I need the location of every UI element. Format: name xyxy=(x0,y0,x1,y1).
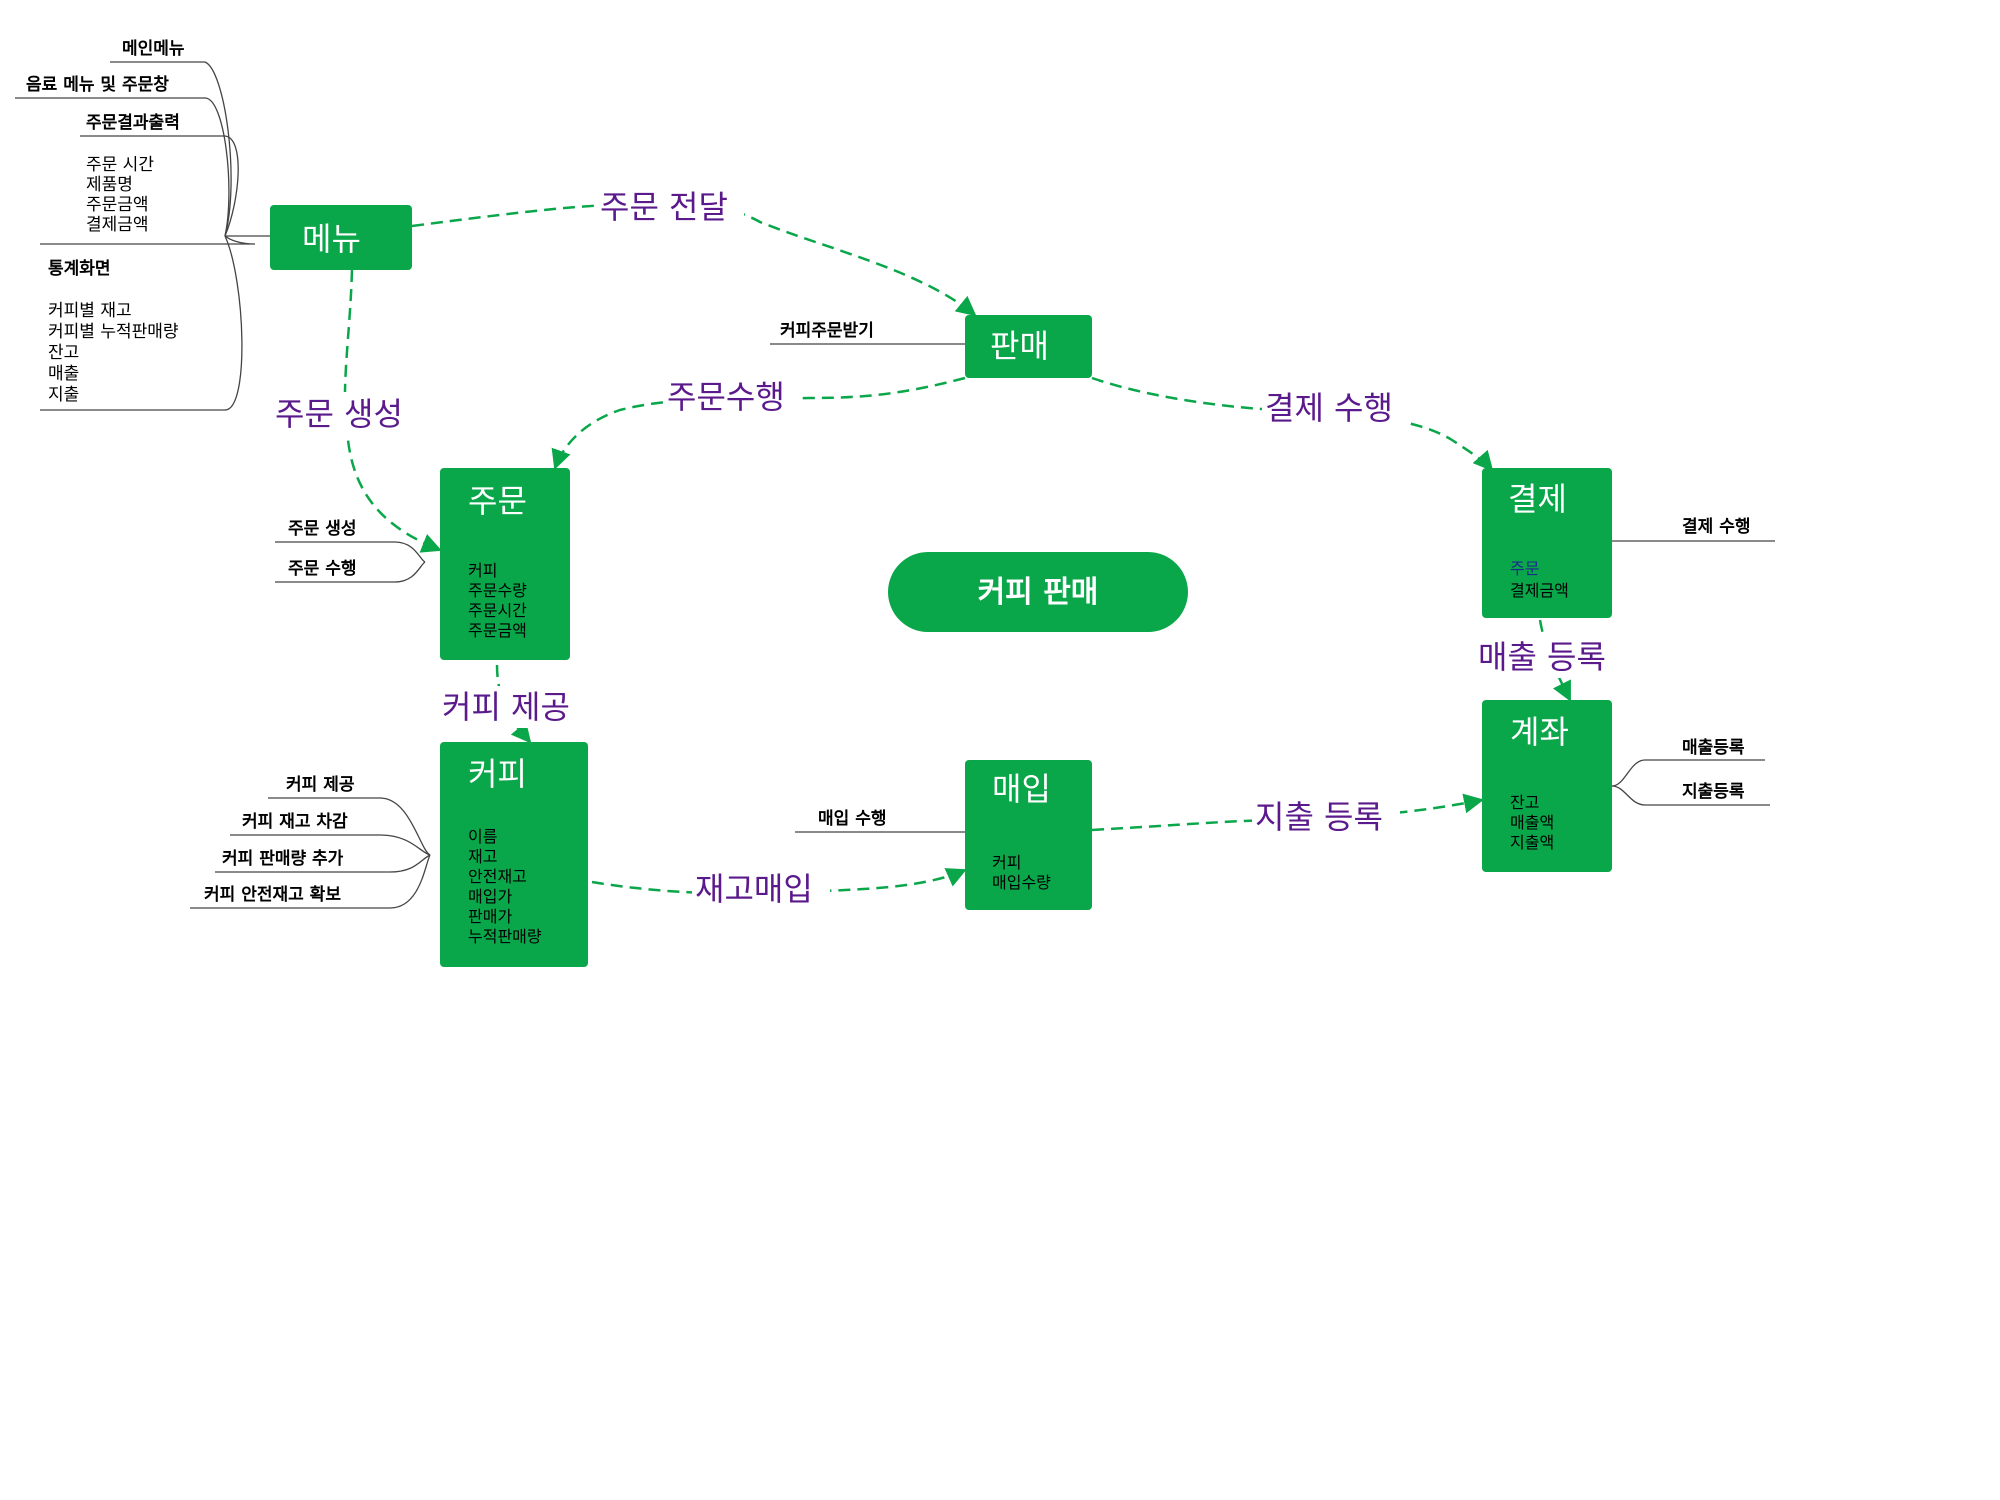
node-order-attr: 주문금액 xyxy=(468,621,527,640)
branch-order-label: 주문 수행 xyxy=(288,559,356,579)
node-account-attr: 매출액 xyxy=(1510,813,1554,832)
edge-label-order-create: 주문 생성 xyxy=(275,395,403,433)
branch-account-label: 매출등록 xyxy=(1682,738,1745,758)
node-coffee[interactable]: 커피 이름 재고 안전재고 매입가 판매가 누적판매량 xyxy=(440,742,588,967)
edge-label-sales-register: 매출 등록 xyxy=(1478,638,1606,676)
branch-order-label: 주문 생성 xyxy=(288,519,356,539)
edge-coffee-provide xyxy=(495,664,532,744)
account-branch-labels: 매출등록 지출등록 xyxy=(1682,738,1745,802)
node-payment-attr: 주문 xyxy=(1510,559,1539,578)
branch-coffee-label: 커피 판매량 추가 xyxy=(222,849,344,869)
edge-stock-purchase xyxy=(591,868,967,895)
center-node[interactable]: 커피 판매 xyxy=(888,552,1188,632)
node-coffee-attr: 누적판매량 xyxy=(468,927,542,946)
node-payment[interactable]: 결제 주문 결제금액 xyxy=(1482,468,1612,618)
coffee-branch-lines xyxy=(190,797,431,909)
node-sales-title: 판매 xyxy=(990,327,1049,365)
branch-coffee-label: 커피 재고 차감 xyxy=(242,812,348,832)
node-order-title: 주문 xyxy=(468,482,527,520)
branch-menu-item: 커피별 누적판매량 xyxy=(48,322,179,342)
branch-menu-item: 주문 시간 xyxy=(86,155,154,175)
edge-label-payment-perform: 결제 수행 xyxy=(1265,389,1393,427)
branch-sales-label: 커피주문받기 xyxy=(780,321,874,341)
node-sales[interactable]: 판매 xyxy=(965,315,1092,378)
branch-menu-item: 결제금액 xyxy=(86,215,149,235)
edge-order-create xyxy=(343,269,442,553)
node-order-attr: 커피 xyxy=(468,561,497,580)
branch-payment-label: 결제 수행 xyxy=(1682,517,1750,537)
coffee-branch-labels: 커피 제공 커피 재고 차감 커피 판매량 추가 커피 안전재고 확보 xyxy=(204,775,355,905)
node-purchase-attr: 매입수량 xyxy=(992,873,1051,892)
node-purchase-title: 매입 xyxy=(992,770,1051,808)
node-account-attr: 지출액 xyxy=(1510,833,1554,852)
node-payment-title: 결제 xyxy=(1508,480,1567,518)
branch-menu-label: 통계화면 xyxy=(48,259,111,279)
edge-expense-register xyxy=(1091,793,1484,832)
branch-menu-item: 주문금액 xyxy=(86,195,149,215)
branch-menu-label: 음료 메뉴 및 주문창 xyxy=(26,75,169,95)
menu-branch-labels: 메인메뉴 음료 메뉴 및 주문창 주문결과출력 주문 시간 제품명 주문금액 결… xyxy=(26,39,185,405)
node-coffee-title: 커피 xyxy=(468,755,527,793)
order-branch-labels: 주문 생성 주문 수행 xyxy=(288,519,356,579)
branch-coffee-label: 커피 안전재고 확보 xyxy=(204,885,341,905)
node-coffee-attr: 매입가 xyxy=(468,887,512,906)
edge-label-coffee-provide: 커피 제공 xyxy=(442,688,570,726)
node-purchase-attr: 커피 xyxy=(992,853,1021,872)
branch-menu-item: 잔고 xyxy=(48,343,79,363)
purchase-branch-labels: 매입 수행 xyxy=(818,809,886,829)
node-coffee-attr: 안전재고 xyxy=(468,867,527,886)
edge-label-expense-register: 지출 등록 xyxy=(1255,798,1383,836)
account-branch-lines xyxy=(1611,759,1770,806)
node-order[interactable]: 주문 커피 주문수량 주문시간 주문금액 xyxy=(440,468,570,660)
node-coffee-attr: 판매가 xyxy=(468,907,512,926)
node-coffee-attr: 재고 xyxy=(468,847,497,866)
edge-order-delivery xyxy=(411,203,977,317)
node-account[interactable]: 계좌 잔고 매출액 지출액 xyxy=(1482,700,1612,872)
node-menu[interactable]: 메뉴 xyxy=(270,205,412,270)
branch-account-label: 지출등록 xyxy=(1682,782,1745,802)
payment-branch-labels: 결제 수행 xyxy=(1682,517,1750,537)
node-account-attr: 잔고 xyxy=(1510,793,1539,812)
branch-menu-label: 주문결과출력 xyxy=(86,113,180,133)
node-order-attr: 주문수량 xyxy=(468,581,527,600)
node-order-attr: 주문시간 xyxy=(468,601,527,620)
edge-label-order-delivery: 주문 전달 xyxy=(600,188,728,226)
center-title: 커피 판매 xyxy=(978,575,1099,610)
branch-menu-item: 지출 xyxy=(48,385,79,405)
node-purchase[interactable]: 매입 커피 매입수량 xyxy=(965,760,1092,910)
branch-purchase-label: 매입 수행 xyxy=(818,809,886,829)
edge-label-order-perform: 주문수행 xyxy=(667,378,785,416)
branch-menu-item: 커피별 재고 xyxy=(48,301,132,321)
menu-branch-lines xyxy=(15,61,270,411)
node-coffee-attr: 이름 xyxy=(468,827,497,846)
node-menu-title: 메뉴 xyxy=(302,220,361,258)
edge-labels: 주문 전달 주문 생성 주문수행 결제 수행 커피 제공 매출 등록 재고 매입 … xyxy=(272,185,1625,910)
sales-branch-labels: 커피주문받기 xyxy=(780,321,874,341)
branch-menu-label: 메인메뉴 xyxy=(122,39,185,59)
node-account-title: 계좌 xyxy=(1510,713,1569,751)
branch-menu-item: 제품명 xyxy=(86,175,133,195)
edge-label-stock-purchase: 재고매입 xyxy=(695,870,813,908)
order-branch-lines xyxy=(275,541,426,583)
branch-coffee-label: 커피 제공 xyxy=(286,775,355,795)
node-payment-attr: 결제금액 xyxy=(1510,581,1569,600)
branch-menu-item: 매출 xyxy=(48,364,79,384)
